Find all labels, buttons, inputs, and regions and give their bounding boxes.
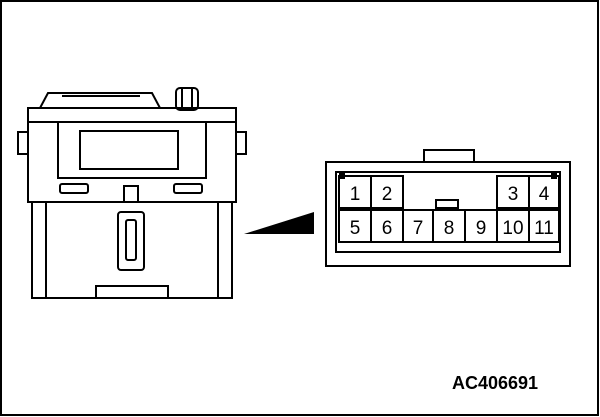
switch-center-tab <box>123 185 139 203</box>
pin-label-4: 4 <box>539 184 550 205</box>
pin-label-11: 11 <box>534 218 554 239</box>
switch-bottom-foot <box>95 285 169 299</box>
switch-left-clip <box>17 131 29 155</box>
pin-labels: 1 2 3 4 5 6 7 8 9 10 11 <box>350 184 554 239</box>
pin-label-9: 9 <box>476 218 487 239</box>
pin-label-5: 5 <box>350 218 361 239</box>
pin-label-8: 8 <box>444 218 455 239</box>
figure-id-label: AC406691 <box>452 373 539 393</box>
connector-key <box>435 199 459 209</box>
switch-right-slot <box>173 183 203 194</box>
switch-component <box>17 87 247 299</box>
switch-display-inner <box>79 130 179 170</box>
pin-label-7: 7 <box>413 218 424 239</box>
pin-label-10: 10 <box>502 218 523 239</box>
pin-label-3: 3 <box>508 184 519 205</box>
pin-label-2: 2 <box>382 184 393 205</box>
switch-vertical-slot <box>117 211 145 271</box>
pin-cavity-11 <box>528 209 560 243</box>
pin-cavity-4 <box>528 175 560 209</box>
switch-left-slot <box>59 183 89 194</box>
connector-outer <box>325 161 571 267</box>
pin-label-6: 6 <box>382 218 393 239</box>
connector-lock-tab <box>423 149 475 163</box>
switch-lower-housing <box>31 201 233 299</box>
connector-face <box>325 149 571 267</box>
pin-label-1: 1 <box>350 184 361 205</box>
pointer-wedge <box>244 212 314 234</box>
switch-display-window <box>57 121 207 179</box>
switch-knob <box>175 87 199 111</box>
switch-right-clip <box>235 131 247 155</box>
pin-cavity-2 <box>370 175 404 209</box>
connector-inner <box>335 171 561 253</box>
